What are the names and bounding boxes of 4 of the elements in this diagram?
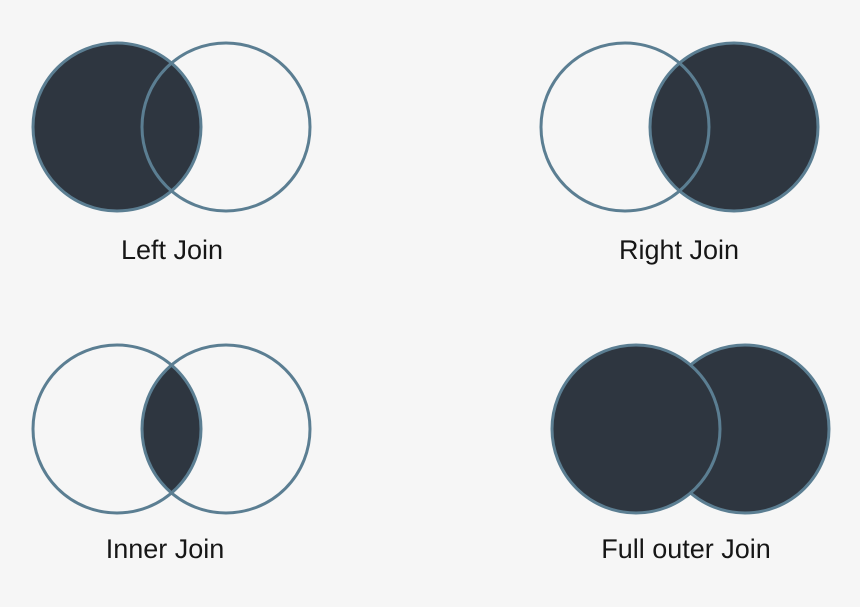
- join-type-label: Full outer Join: [601, 533, 771, 565]
- join-type-label: Inner Join: [106, 533, 224, 565]
- join-type-label: Right Join: [618, 234, 740, 266]
- join-type-label: Left Join: [120, 234, 224, 266]
